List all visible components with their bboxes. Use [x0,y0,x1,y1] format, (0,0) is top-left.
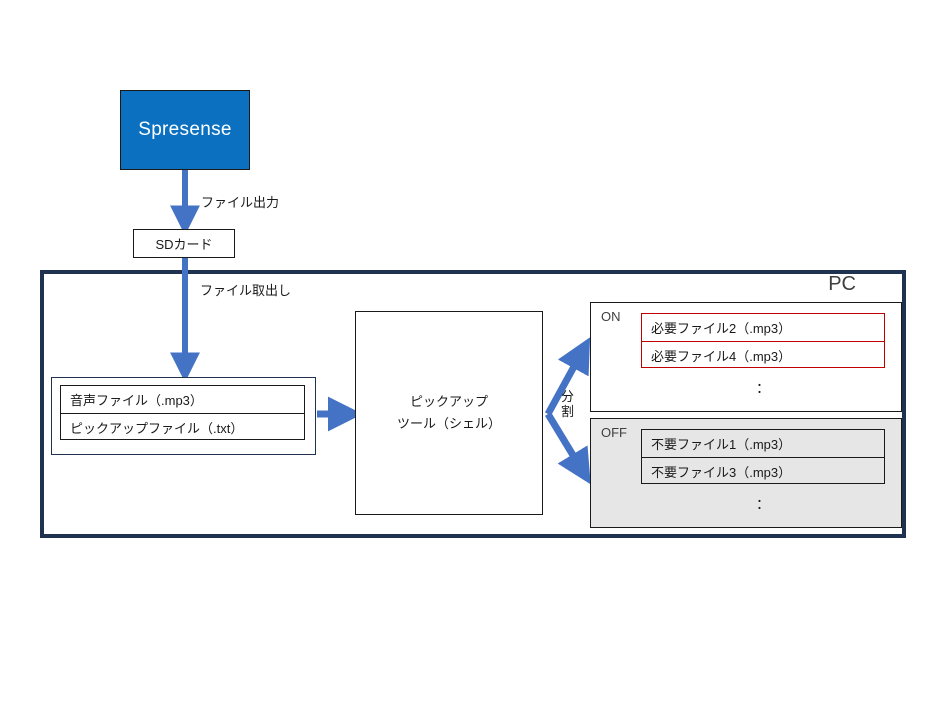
on-group-list: 必要ファイル2（.mp3） 必要ファイル4（.mp3） [641,313,885,368]
files-group-list: 音声ファイル（.mp3） ピックアップファイル（.txt） [60,385,305,440]
sdcard-node: SDカード [133,229,235,258]
off-group-ellipsis: ： [756,496,770,512]
edge-label-file-extract: ファイル取出し [200,283,292,298]
spresense-node: Spresense [120,90,250,170]
list-item: ピックアップファイル（.txt） [61,413,304,440]
edge-label-split: 分割 [560,389,574,419]
off-group-title: OFF [601,425,627,440]
on-group-ellipsis: ： [756,380,770,396]
pickup-tool-node: ピックアップ ツール（シェル） [355,311,543,515]
list-item: 不要ファイル3（.mp3） [642,457,884,484]
list-item: 不要ファイル1（.mp3） [651,437,792,452]
pickup-tool-label-line2: ツール（シェル） [396,416,501,431]
list-item: 必要ファイル2（.mp3） [651,321,792,336]
pickup-tool-label-line1: ピックアップ [409,394,488,409]
pc-container [40,270,906,538]
on-group-title: ON [601,309,621,324]
list-item: 必要ファイル4（.mp3） [642,341,884,368]
sdcard-node-label: SDカード [155,237,213,252]
edge-label-file-output: ファイル出力 [201,195,280,210]
spresense-node-label: Spresense [138,119,232,140]
list-item: 音声ファイル（.mp3） [70,393,203,408]
pc-container-label: PC [828,273,856,295]
off-group-list: 不要ファイル1（.mp3） 不要ファイル3（.mp3） [641,429,885,484]
